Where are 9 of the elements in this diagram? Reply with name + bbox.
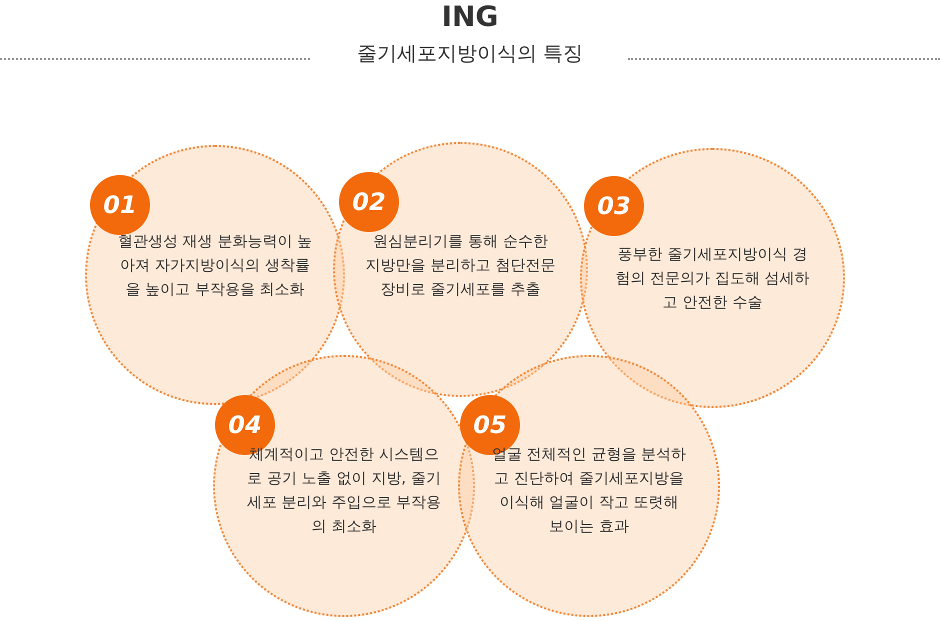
subheading: 줄기세포지방이식의 특징 <box>356 40 584 67</box>
feature-text: 얼굴 전체적인 균형을 분석하고 진단하여 줄기세포지방을 이식해 얼굴이 작고 또렷해 보이는 효과 <box>490 444 688 537</box>
step-number: 03 <box>584 176 644 236</box>
feature-text: 체계적이고 안전한 시스템으로 공기 노출 없이 지방, 줄기세포 분리와 주입으로 부작용의 최소화 <box>246 444 442 537</box>
step-number: 02 <box>339 172 399 232</box>
feature-text: 원심분리기를 통해 순수한 지방만을 분리하고 첨단전문장비로 줄기세포를 추출 <box>365 231 556 300</box>
step-number: 01 <box>90 175 150 235</box>
feature-text: 풍부한 줄기세포지방이식 경험의 전문의가 집도해 섬세하고 안전한 수술 <box>614 244 811 313</box>
heading: ING <box>440 0 500 33</box>
